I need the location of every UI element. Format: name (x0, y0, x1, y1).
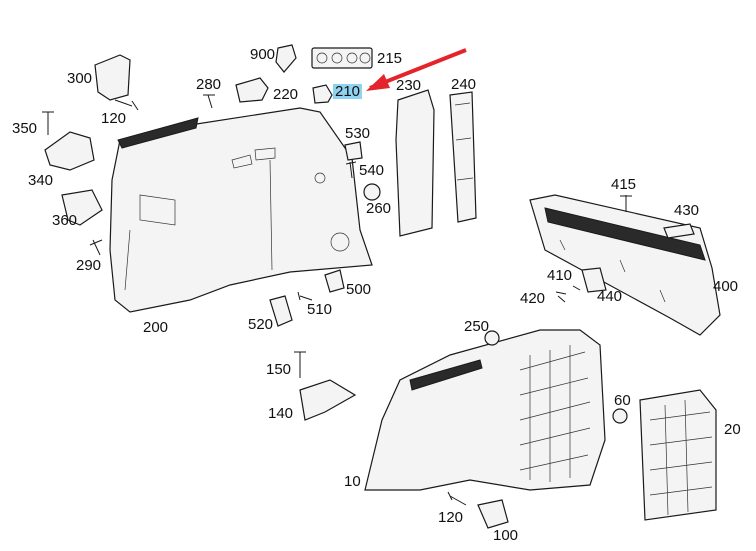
part-350-bolt (42, 111, 54, 135)
part-540-screw (345, 161, 357, 179)
part-200-side-trim-panel (109, 107, 373, 313)
part-520-bracket (269, 295, 293, 327)
label-10: 10 (344, 473, 361, 490)
part-220-lamp (235, 77, 269, 103)
part-400-ribs (544, 207, 706, 261)
label-100: 100 (493, 527, 519, 544)
part-10-grid (519, 345, 591, 482)
part-60-clip (612, 408, 628, 424)
part-280-screw (203, 94, 215, 109)
label-420: 420 (520, 290, 546, 307)
label-360: 360 (52, 212, 78, 229)
part-200-grille (117, 117, 199, 149)
label-540: 540 (359, 162, 385, 179)
label-340: 340 (28, 172, 54, 189)
part-100-bracket (477, 499, 509, 529)
part-230-pillar-trim (395, 89, 435, 237)
label-200: 200 (143, 319, 169, 336)
label-120-top: 120 (101, 110, 127, 127)
label-240: 240 (451, 76, 477, 93)
part-300-bracket (94, 54, 131, 101)
label-220: 220 (273, 86, 299, 103)
label-290: 290 (76, 257, 102, 274)
part-140-bracket (299, 379, 357, 421)
part-510-screw (297, 291, 313, 301)
part-530-clip (344, 141, 363, 161)
part-415-clip (620, 195, 632, 212)
label-430: 430 (674, 202, 700, 219)
part-120-bolt (114, 99, 139, 111)
label-150: 150 (266, 361, 292, 378)
label-520: 520 (248, 316, 274, 333)
part-120-bolt-lower (447, 491, 467, 506)
part-20-grid (649, 399, 713, 516)
label-510: 510 (307, 301, 333, 318)
label-280: 280 (196, 76, 222, 93)
label-120-bottom: 120 (438, 509, 464, 526)
part-260-clip (363, 183, 381, 201)
label-260: 260 (366, 200, 392, 217)
label-530: 530 (345, 125, 371, 142)
label-350: 350 (12, 120, 38, 137)
label-900: 900 (250, 46, 276, 63)
part-900-clip (275, 44, 297, 73)
part-440-pad (581, 267, 607, 293)
label-140: 140 (268, 405, 294, 422)
part-250-clip (484, 330, 500, 346)
part-410-clip (572, 285, 581, 291)
label-210-highlighted: 210 (333, 83, 363, 100)
part-10-lower-trim-panel (364, 329, 606, 491)
label-230: 230 (396, 77, 422, 94)
label-400: 400 (713, 278, 739, 295)
part-210-lamp (312, 84, 333, 104)
label-500: 500 (346, 281, 372, 298)
label-415: 415 (611, 176, 637, 193)
part-500-bracket (324, 269, 345, 293)
label-215: 215 (377, 50, 403, 67)
part-10-grille (409, 359, 483, 391)
label-20: 20 (724, 421, 741, 438)
part-430-pad (663, 223, 695, 239)
label-410: 410 (547, 267, 573, 284)
label-60: 60 (614, 392, 631, 409)
part-290-screw (89, 239, 103, 256)
label-250: 250 (464, 318, 490, 335)
label-300: 300 (67, 70, 93, 87)
part-150-bolt (294, 351, 306, 378)
part-420-screw (555, 291, 567, 303)
part-240-column (449, 91, 477, 223)
part-340-bracket (44, 131, 95, 171)
part-20-panel (639, 389, 717, 521)
callout-arrowhead (366, 74, 390, 91)
part-360-cover (61, 189, 103, 226)
label-440: 440 (597, 288, 623, 305)
